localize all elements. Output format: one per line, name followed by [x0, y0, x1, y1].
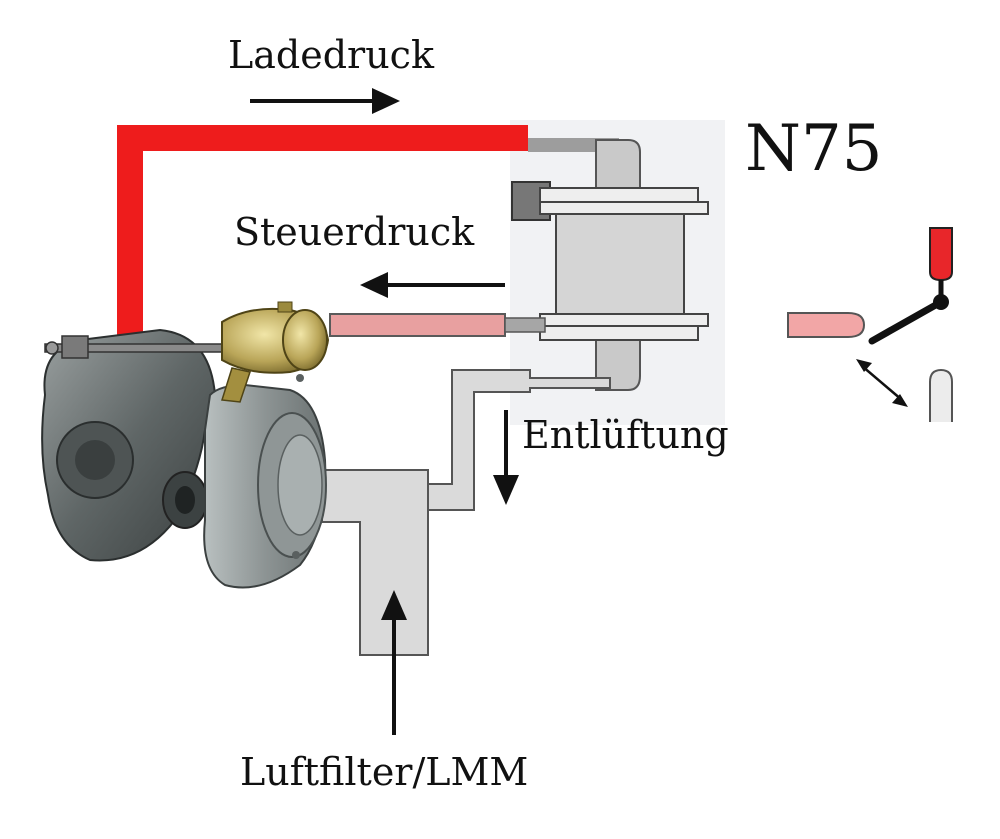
valve-switch-schematic	[787, 227, 953, 422]
control-pressure-line	[329, 313, 506, 337]
label-ladedruck: Ladedruck	[228, 33, 435, 77]
label-luftfilter: Luftfilter/LMM	[240, 750, 528, 794]
n75-solenoid-valve	[511, 139, 709, 391]
intake-duct	[321, 469, 429, 656]
wastegate-actuator	[44, 301, 330, 403]
entlueftung-arrow	[493, 410, 519, 505]
luftfilter-arrow	[381, 590, 407, 735]
label-steuerdruck: Steuerdruck	[234, 210, 475, 254]
ladedruck-arrow	[250, 88, 400, 114]
boost-pressure-line	[117, 125, 528, 345]
label-entlueftung: Entlüftung	[522, 413, 729, 457]
label-n75: N75	[745, 112, 882, 186]
steuerdruck-arrow	[360, 272, 505, 298]
turbocharger-image	[41, 328, 327, 589]
control-line-stub	[504, 317, 546, 333]
